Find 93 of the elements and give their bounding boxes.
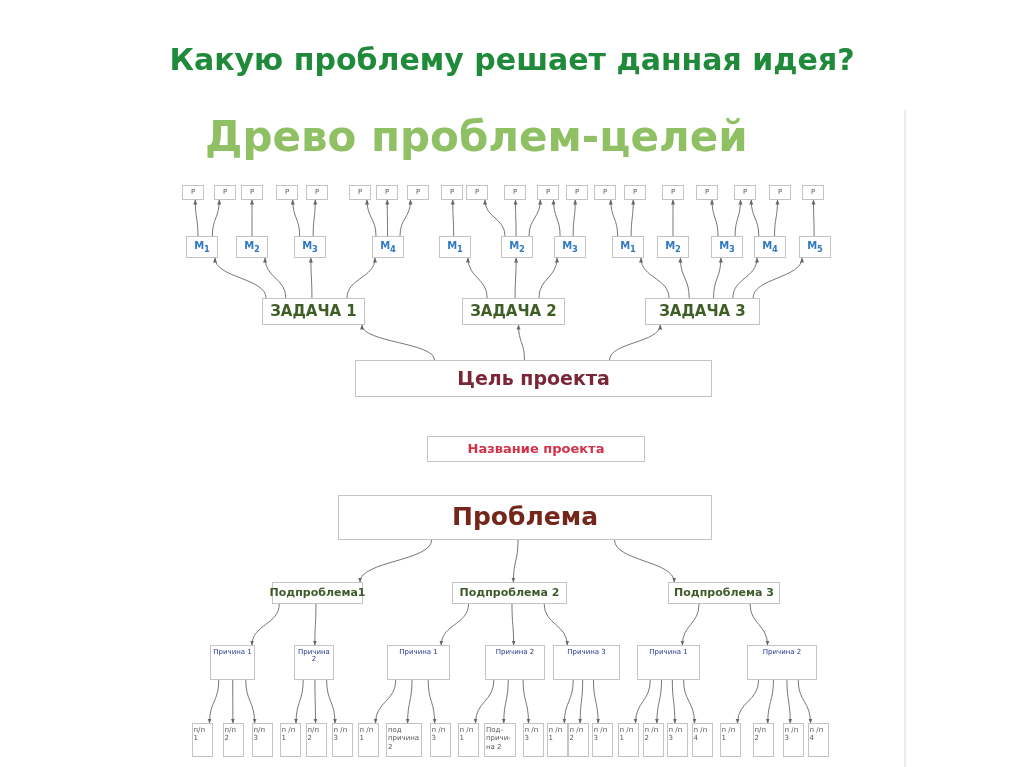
arrow <box>230 679 235 724</box>
arrow <box>608 199 619 237</box>
arrow <box>713 257 723 299</box>
arrow <box>365 199 377 237</box>
arrow <box>710 199 719 237</box>
slide-title: Какую проблему решает данная идея? <box>168 42 856 77</box>
arrow <box>511 539 519 583</box>
arrow <box>207 679 220 724</box>
arrow <box>797 679 813 724</box>
arrow <box>263 257 287 299</box>
arrow <box>294 679 304 724</box>
arrow <box>734 199 743 237</box>
task-box: ЗАДАЧА 1 <box>262 298 365 325</box>
arrow <box>732 257 759 299</box>
arrow <box>543 603 569 646</box>
subproblem-box: Подпроблема 2 <box>452 582 567 604</box>
measure-box: М$_{1}$ <box>439 236 471 258</box>
measure-box: М$_{3}$ <box>554 236 586 258</box>
arrow <box>346 257 377 299</box>
arrow <box>511 603 516 646</box>
arrow <box>630 199 636 237</box>
arrow <box>774 199 780 237</box>
task-box: ЗАДАЧА 2 <box>462 298 565 325</box>
arrow <box>562 679 574 724</box>
measure-box: М$_{2}$ <box>236 236 268 258</box>
arrow <box>245 679 257 724</box>
subproblem-box: Подпроблема1 <box>272 582 363 604</box>
arrow <box>439 603 470 646</box>
arrow <box>373 679 397 724</box>
arrow <box>326 679 337 724</box>
arrow <box>313 679 318 724</box>
measure-box: М$_{2}$ <box>657 236 689 258</box>
arrow <box>214 257 267 299</box>
arrow <box>609 324 662 361</box>
measure-box: М$_{1}$ <box>186 236 218 258</box>
arrow <box>749 199 760 237</box>
measure-box: М$_{2}$ <box>501 236 533 258</box>
arrow <box>749 603 770 646</box>
arrow <box>614 539 676 583</box>
arrow <box>786 679 793 724</box>
measure-box: М$_{4}$ <box>372 236 404 258</box>
project-name-box: Название проекта <box>427 436 645 462</box>
arrow <box>193 199 199 237</box>
arrow <box>735 679 760 724</box>
arrow <box>752 257 804 299</box>
measure-box: М$_{5}$ <box>799 236 831 258</box>
arrow <box>538 257 559 299</box>
task-box: ЗАДАЧА 3 <box>645 298 760 325</box>
arrow <box>483 199 506 237</box>
arrow <box>528 199 542 237</box>
arrow <box>551 199 561 237</box>
arrow <box>516 324 525 361</box>
arrow <box>399 199 413 237</box>
arrow <box>466 257 488 299</box>
arrow <box>450 199 455 237</box>
arrow <box>593 679 601 724</box>
arrow <box>765 679 774 724</box>
arrow <box>211 199 222 237</box>
arrow <box>683 679 697 724</box>
measure-box: М$_{3}$ <box>294 236 326 258</box>
arrow <box>633 679 651 724</box>
arrow <box>250 603 280 646</box>
arrow <box>671 199 675 237</box>
arrow <box>359 539 433 583</box>
subproblem-box: Подпроблема 3 <box>668 582 780 604</box>
arrow <box>312 603 317 646</box>
arrow <box>654 679 663 724</box>
arrow <box>522 679 531 724</box>
arrow <box>308 257 313 299</box>
measure-box: М$_{3}$ <box>711 236 743 258</box>
arrow <box>312 199 318 237</box>
diagram-heading: Древо проблем-целей <box>205 112 748 161</box>
arrow <box>250 199 254 237</box>
arrow <box>671 679 677 724</box>
arrow <box>572 199 578 237</box>
problem-box: Проблема <box>338 495 712 540</box>
arrow <box>513 199 518 237</box>
arrow <box>405 679 413 724</box>
measure-box: М$_{1}$ <box>612 236 644 258</box>
arrow <box>811 199 816 237</box>
arrow <box>361 324 435 361</box>
arrow <box>427 679 437 724</box>
arrow <box>290 199 301 237</box>
arrow <box>473 679 495 724</box>
arrow <box>639 257 670 299</box>
arrow <box>385 199 390 237</box>
arrow <box>501 679 509 724</box>
arrow <box>578 679 584 724</box>
arrow <box>514 257 519 299</box>
arrow <box>680 603 700 646</box>
arrow <box>678 257 690 299</box>
measure-box: М$_{4}$ <box>754 236 786 258</box>
goal-box: Цель проекта <box>355 360 712 397</box>
